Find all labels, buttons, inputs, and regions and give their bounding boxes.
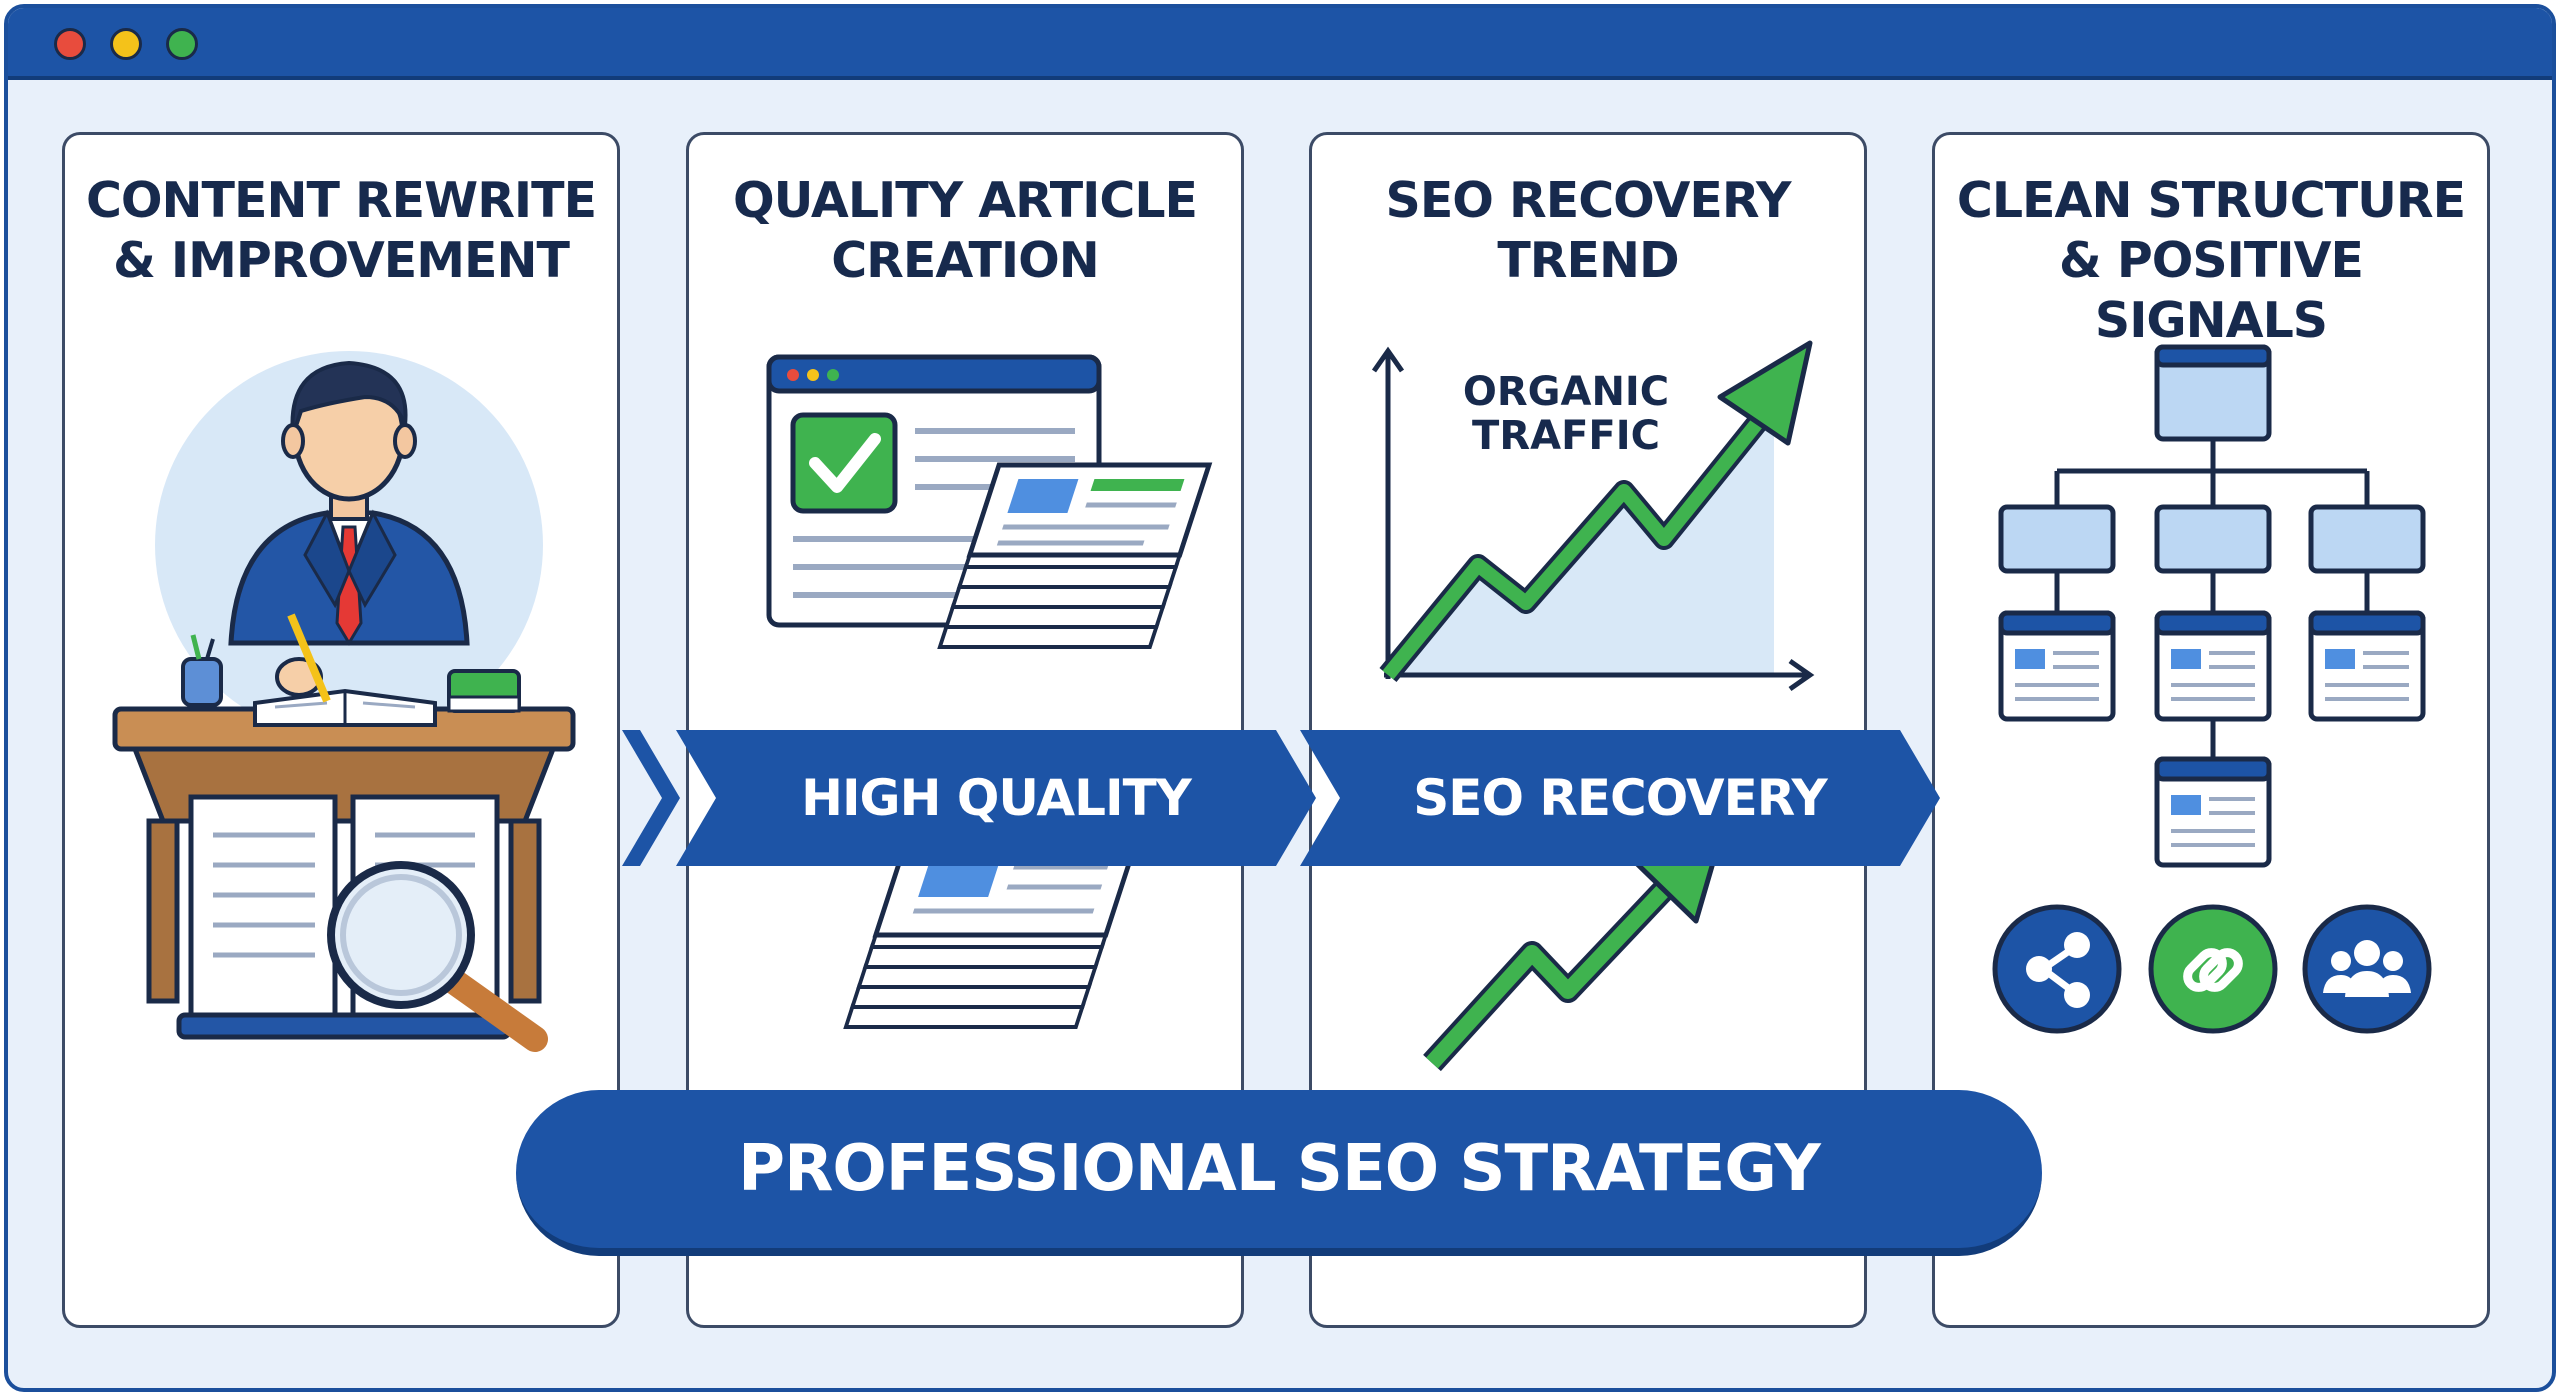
ribbon-label: SEO RECOVERY bbox=[1413, 769, 1827, 827]
panel-title-line1: QUALITY ARTICLE bbox=[732, 172, 1198, 229]
strategy-banner: PROFESSIONAL SEO STRATEGY bbox=[516, 1090, 2042, 1256]
chart-label-line2: TRAFFIC bbox=[1472, 413, 1660, 459]
panel-title: CONTENT REWRITE & IMPROVEMENT bbox=[65, 171, 617, 291]
panel-title-line1: CONTENT REWRITE bbox=[85, 172, 597, 229]
writer-at-desk-illustration bbox=[112, 351, 576, 1052]
article-creation-illustration bbox=[766, 354, 1213, 1029]
checkmark-icon bbox=[790, 412, 898, 514]
ribbon-seo-recovery: SEO RECOVERY bbox=[1300, 730, 1940, 866]
link-icon bbox=[2148, 904, 2278, 1034]
site-structure-diagram bbox=[1992, 344, 2432, 1034]
magnifier-icon bbox=[327, 861, 548, 1052]
window-titlebar bbox=[8, 8, 2552, 80]
ribbon-high-quality: HIGH QUALITY bbox=[676, 730, 1316, 866]
panel-title-line2: CREATION bbox=[831, 232, 1100, 289]
panel-title-line1: SEO RECOVERY bbox=[1385, 172, 1792, 229]
minimize-window-button[interactable] bbox=[110, 28, 142, 60]
close-window-button[interactable] bbox=[54, 28, 86, 60]
ribbon-label: HIGH QUALITY bbox=[801, 769, 1191, 827]
panel-title-line2: & POSITIVE SIGNALS bbox=[2059, 232, 2364, 349]
community-icon bbox=[2302, 904, 2432, 1034]
maximize-window-button[interactable] bbox=[166, 28, 198, 60]
chart-label-line1: ORGANIC bbox=[1463, 369, 1669, 415]
panel-title: SEO RECOVERY TREND bbox=[1312, 171, 1864, 291]
share-icon bbox=[1992, 904, 2122, 1034]
panel-title-line2: TREND bbox=[1497, 232, 1679, 289]
panel-title: QUALITY ARTICLE CREATION bbox=[689, 171, 1241, 291]
panel-title: CLEAN STRUCTURE & POSITIVE SIGNALS bbox=[1935, 171, 2487, 351]
panel-title-line1: CLEAN STRUCTURE bbox=[1956, 172, 2466, 229]
panel-title-line2: & IMPROVEMENT bbox=[113, 232, 570, 289]
organic-traffic-chart: ORGANIC TRAFFIC bbox=[1371, 340, 1815, 1072]
trend-arrow-icon bbox=[1379, 340, 1813, 682]
panel-content-rewrite: CONTENT REWRITE & IMPROVEMENT bbox=[62, 132, 620, 1328]
